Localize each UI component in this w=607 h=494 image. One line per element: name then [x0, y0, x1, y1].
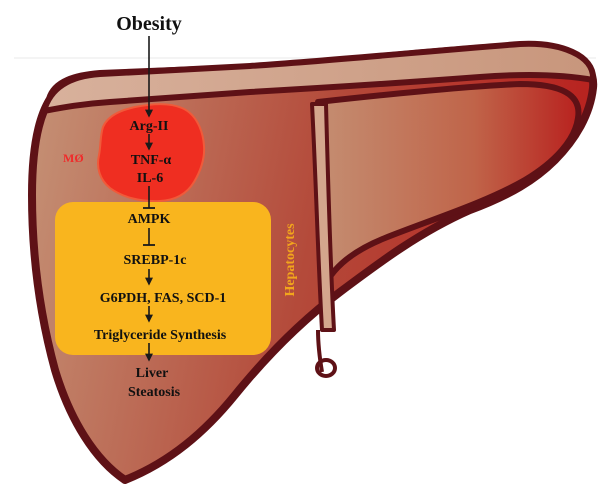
factor-il6: IL-6 [137, 171, 163, 186]
factor-arg2: Arg-II [130, 119, 169, 134]
title: Obesity [116, 13, 182, 35]
step-triglyceride-synthesis: Triglyceride Synthesis [94, 328, 227, 343]
hepatocytes-label: Hepatocytes [283, 223, 298, 297]
step-ampk: AMPK [128, 212, 171, 227]
outcome-liver: Liver [136, 366, 169, 381]
step-srebp1c: SREBP-1c [124, 253, 187, 268]
step-enzymes: G6PDH, FAS, SCD-1 [100, 291, 227, 306]
macrophage-label: MØ [63, 151, 84, 165]
outcome-steatosis: Steatosis [128, 385, 181, 400]
liver-right-lobe [317, 84, 579, 285]
factor-tnf-alpha: TNF-α [131, 153, 172, 168]
